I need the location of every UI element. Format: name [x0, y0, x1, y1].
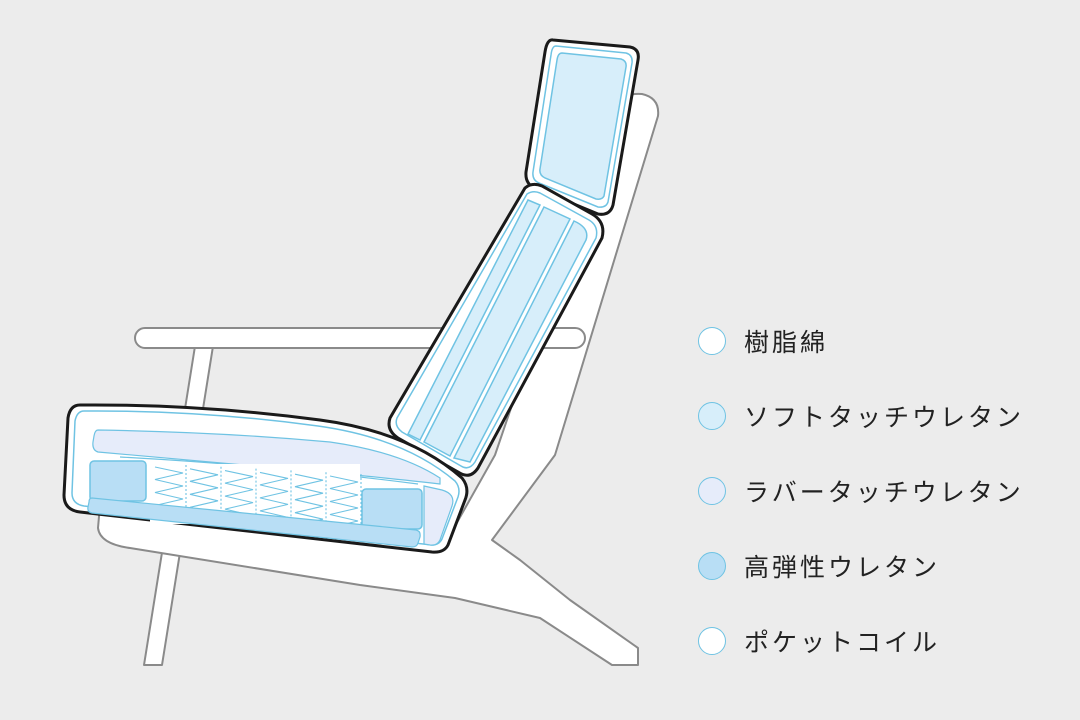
legend-label: 樹脂綿 — [744, 328, 829, 357]
seat-inner-line — [71, 410, 460, 546]
backrest-inner-line — [395, 190, 598, 469]
legend-label: 高弾性ウレタン — [744, 553, 941, 582]
legend-item-pocket-coil: ポケットコイル — [698, 622, 1024, 660]
seat-front-block — [89, 460, 147, 502]
pocket-coil — [259, 471, 289, 525]
resin-cotton-swatch-icon — [698, 327, 726, 355]
pocket-coil — [329, 475, 359, 529]
legend: 樹脂綿 ソフトタッチウレタン ラバータッチウレタン 高弾性ウレタン ポケットコイ… — [698, 322, 1024, 660]
soft-touch-urethane-swatch-icon — [698, 402, 726, 430]
pocket-coil-swatch-icon — [698, 627, 726, 655]
legend-item-resin-cotton: 樹脂綿 — [698, 322, 1024, 360]
seat-rear-wedge — [423, 485, 454, 546]
legend-label: ソフトタッチウレタン — [744, 403, 1025, 432]
headrest-inner-line — [532, 45, 633, 208]
backrest-strip-3 — [452, 220, 588, 463]
legend-item-rubber-touch-urethane: ラバータッチウレタン — [698, 472, 1024, 510]
legend-item-high-resilience-urethane: 高弾性ウレタン — [698, 547, 1024, 585]
headrest-soft-urethane — [539, 52, 627, 200]
legend-item-soft-touch-urethane: ソフトタッチウレタン — [698, 397, 1024, 435]
legend-label: ポケットコイル — [744, 628, 941, 657]
backrest-cushion — [387, 182, 605, 477]
backrest-strip-2 — [422, 206, 572, 458]
rubber-touch-urethane-swatch-icon — [698, 477, 726, 505]
backrest-soft-urethane-strips — [406, 199, 588, 463]
headrest-cushion — [524, 38, 640, 216]
high-resilience-urethane-swatch-icon — [698, 552, 726, 580]
seat-rear-block — [361, 488, 423, 530]
legend-label: ラバータッチウレタン — [744, 478, 1024, 507]
backrest-strip-1 — [406, 199, 542, 442]
pocket-coil — [294, 473, 324, 527]
seat-cushion — [62, 403, 469, 554]
seat-bottom-layer — [87, 497, 421, 548]
